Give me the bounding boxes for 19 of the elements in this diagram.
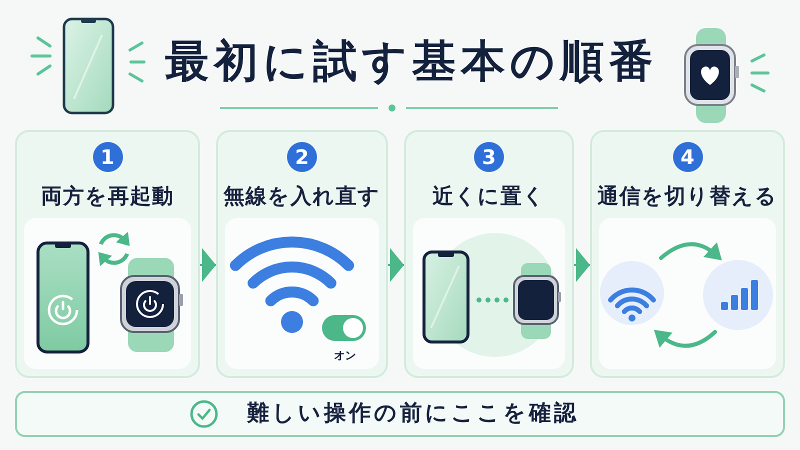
step-heading: 近くに置く [432,183,546,210]
step-number-badge: 4 [672,142,702,172]
title: 最初に試す基本の順番 [165,35,658,89]
chevron-arrow [574,248,590,282]
note-text: 難しい操作の前にここを確認 [247,400,579,428]
step-number-badge: 2 [287,142,317,172]
step-card [404,130,574,378]
step-number-badge: 3 [474,142,504,172]
chevron-arrow [200,248,216,282]
chevron-arrow [388,248,404,282]
step-card [216,130,388,378]
note-banner [15,391,785,437]
step-number-badge: 1 [92,142,122,172]
step-heading: 通信を切り替える [598,183,778,210]
toggle-label: オン [334,349,356,363]
step-heading: 無線を入れ直す [224,183,380,210]
step-card [15,130,200,378]
step-heading: 両方を再起動 [41,183,174,210]
step-card [590,130,785,378]
